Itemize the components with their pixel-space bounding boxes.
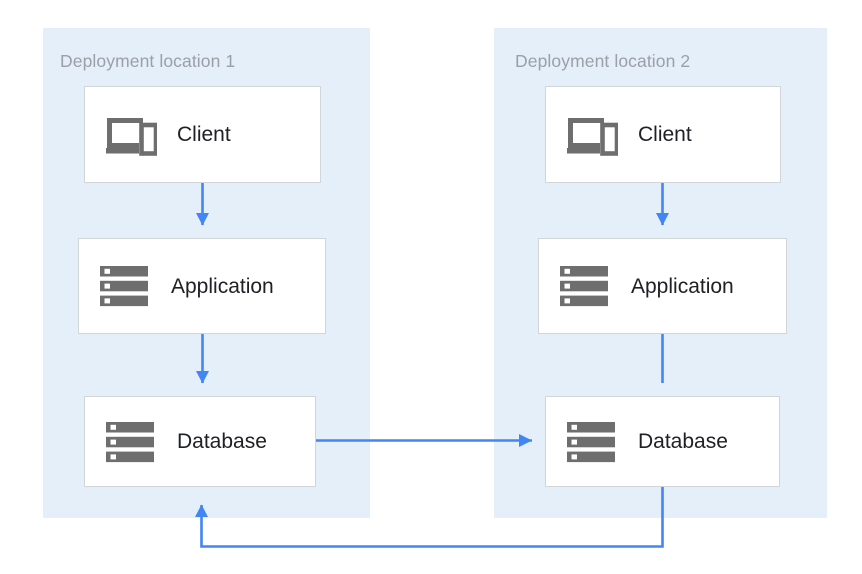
node-application-2-label: Application <box>631 274 734 298</box>
deployment-zone-1-label: Deployment location 1 <box>60 51 236 71</box>
node-database-1-label: Database <box>177 430 267 453</box>
node-database-2[interactable]: Database <box>545 396 780 487</box>
node-client-1[interactable]: Client <box>84 86 321 183</box>
client-devices-icon <box>105 112 157 158</box>
node-application-1[interactable]: Application <box>78 238 326 334</box>
server-stack-icon <box>559 263 611 309</box>
node-database-1[interactable]: Database <box>84 396 316 487</box>
server-stack-icon <box>105 419 157 465</box>
client-devices-icon <box>566 112 618 158</box>
deployment-zone-2-label: Deployment location 2 <box>515 51 691 71</box>
node-application-2[interactable]: Application <box>538 238 787 334</box>
node-application-1-label: Application <box>171 274 274 298</box>
server-stack-icon <box>99 263 151 309</box>
server-stack-icon <box>566 419 618 465</box>
node-client-2[interactable]: Client <box>545 86 781 183</box>
node-client-2-label: Client <box>638 123 692 146</box>
node-database-2-label: Database <box>638 430 728 453</box>
node-client-1-label: Client <box>177 123 231 146</box>
